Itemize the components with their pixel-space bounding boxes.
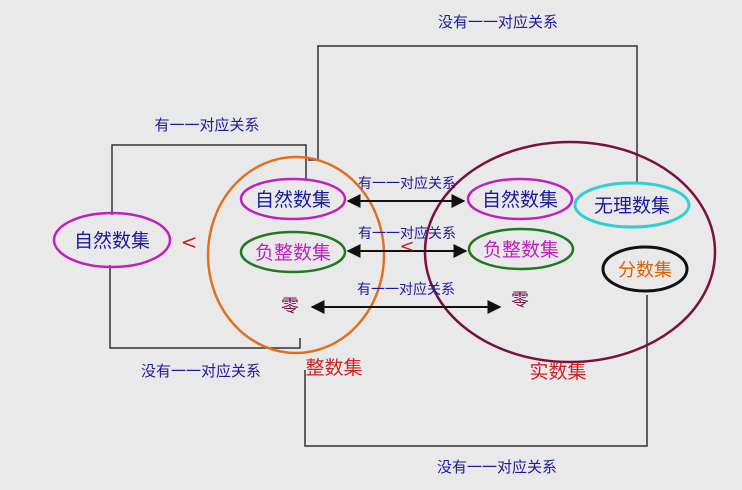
integer-natural-oval [239,177,347,221]
integer-negative-oval [239,230,347,274]
real-negative-oval [467,227,575,271]
real-negative-label: 负整数集 [483,239,559,261]
irrational-oval [573,181,691,229]
left-top-connector-line [111,144,307,215]
fraction-label: 分数集 [618,260,672,281]
integer-set-label: 整数集 [305,357,362,379]
negative-pair-relation-label: 有一一对应关系 [358,225,456,242]
fraction-oval [601,245,689,293]
real-set-label: 实数集 [529,361,586,383]
irrational-label: 无理数集 [594,195,670,217]
integer-negative-label: 负整数集 [255,242,331,264]
integer-natural-label: 自然数集 [255,189,331,211]
bottom-connector-line [304,295,648,447]
left-bottom-connector-line [109,265,301,349]
real-natural-oval [466,177,574,221]
bottom-relation-label: 没有一一对应关系 [437,458,557,476]
natural-left-label: 自然数集 [74,230,150,252]
zero-pair-relation-label: 有一一对应关系 [357,281,455,298]
real-natural-label: 自然数集 [482,189,558,211]
left-bottom-relation-label: 没有一一对应关系 [141,362,261,380]
natural-pair-relation-label: 有一一对应关系 [358,175,456,192]
top-connector-line [308,45,638,183]
real-zero-label: 零 [511,290,529,311]
less-than-sign-2: < [399,236,414,257]
left-top-relation-label: 有一一对应关系 [154,116,259,134]
less-than-sign-1: < [181,230,198,254]
top-relation-label: 没有一一对应关系 [438,13,558,31]
natural-left-oval [52,211,172,269]
integer-zero-label: 零 [281,296,299,317]
